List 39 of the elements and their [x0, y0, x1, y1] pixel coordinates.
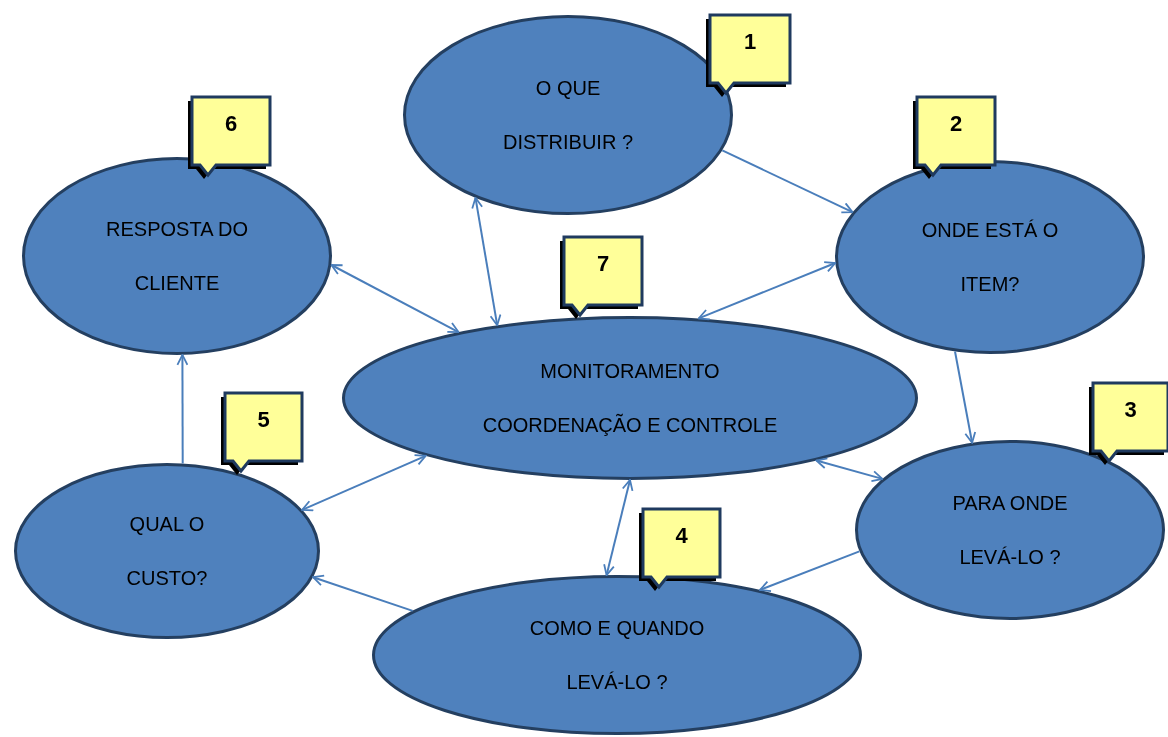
callout-number: 3 — [1123, 397, 1138, 423]
node-label: RESPOSTA DO CLIENTE — [105, 217, 249, 296]
arrow — [954, 350, 977, 444]
node-label: COMO E QUANDO LEVÁ-LO ? — [528, 616, 706, 695]
arrow — [312, 574, 414, 612]
ellipse-node — [14, 463, 320, 639]
arrow — [301, 454, 427, 512]
arrow — [603, 479, 634, 577]
arrow — [330, 264, 460, 334]
callout-bubble — [639, 509, 720, 591]
ellipse-node — [372, 575, 862, 735]
arrow — [721, 149, 854, 214]
node-label: PARA ONDE LEVÁ-LO ? — [951, 491, 1069, 570]
ellipse-node — [342, 316, 918, 480]
callout-bubble — [221, 393, 302, 475]
arrow — [758, 550, 861, 592]
callout-number: 2 — [948, 111, 964, 137]
node-label: MONITORAMENTO COORDENAÇÃO E CONTROLE — [481, 359, 779, 438]
arrow — [471, 196, 502, 327]
callout-number: 5 — [256, 407, 271, 433]
arrow — [176, 353, 189, 465]
ellipse-node — [855, 440, 1165, 620]
callout-bubble — [1089, 383, 1168, 465]
node-label: ONDE ESTÁ O ITEM? — [920, 218, 1060, 297]
arrow — [815, 457, 884, 482]
callout-bubble — [913, 97, 995, 179]
callout-number: 4 — [674, 523, 689, 549]
callout-number: 1 — [742, 29, 758, 55]
callout-bubble — [560, 237, 642, 319]
callout-number: 6 — [223, 111, 239, 137]
callout-number: 7 — [595, 251, 611, 277]
callout-bubble — [706, 15, 790, 97]
arrow — [697, 261, 837, 321]
node-label: QUAL O CUSTO? — [125, 512, 209, 591]
ellipse-node — [22, 157, 332, 355]
ellipse-node — [403, 15, 733, 215]
callout-bubble — [188, 97, 270, 179]
ellipse-node — [835, 160, 1145, 354]
node-label: O QUE DISTRIBUIR ? — [502, 76, 634, 155]
